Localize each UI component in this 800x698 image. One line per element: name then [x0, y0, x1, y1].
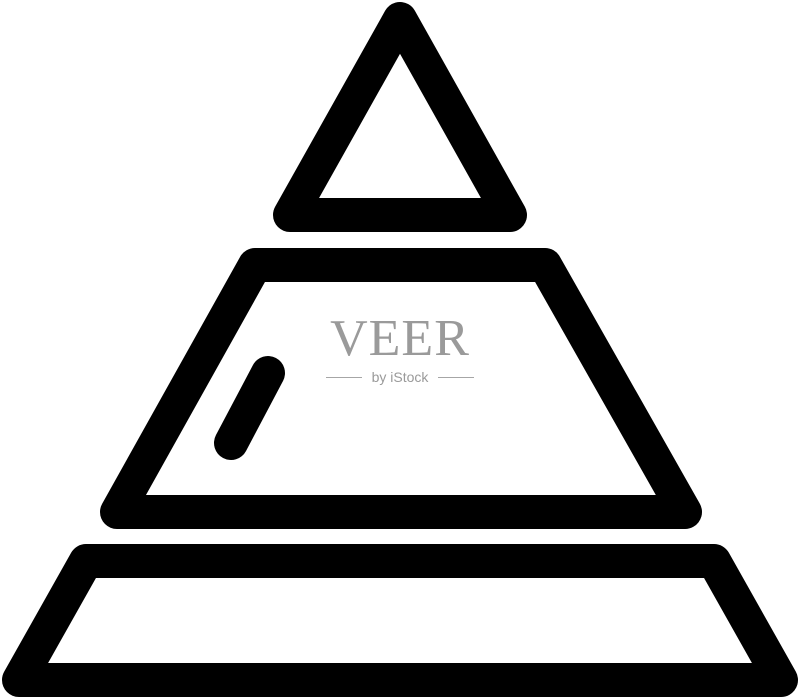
glare-highlight — [214, 356, 285, 460]
pyramid-middle-tier — [100, 248, 702, 529]
pyramid-top-tier — [273, 2, 527, 232]
pyramid-bottom-tier — [2, 544, 798, 697]
